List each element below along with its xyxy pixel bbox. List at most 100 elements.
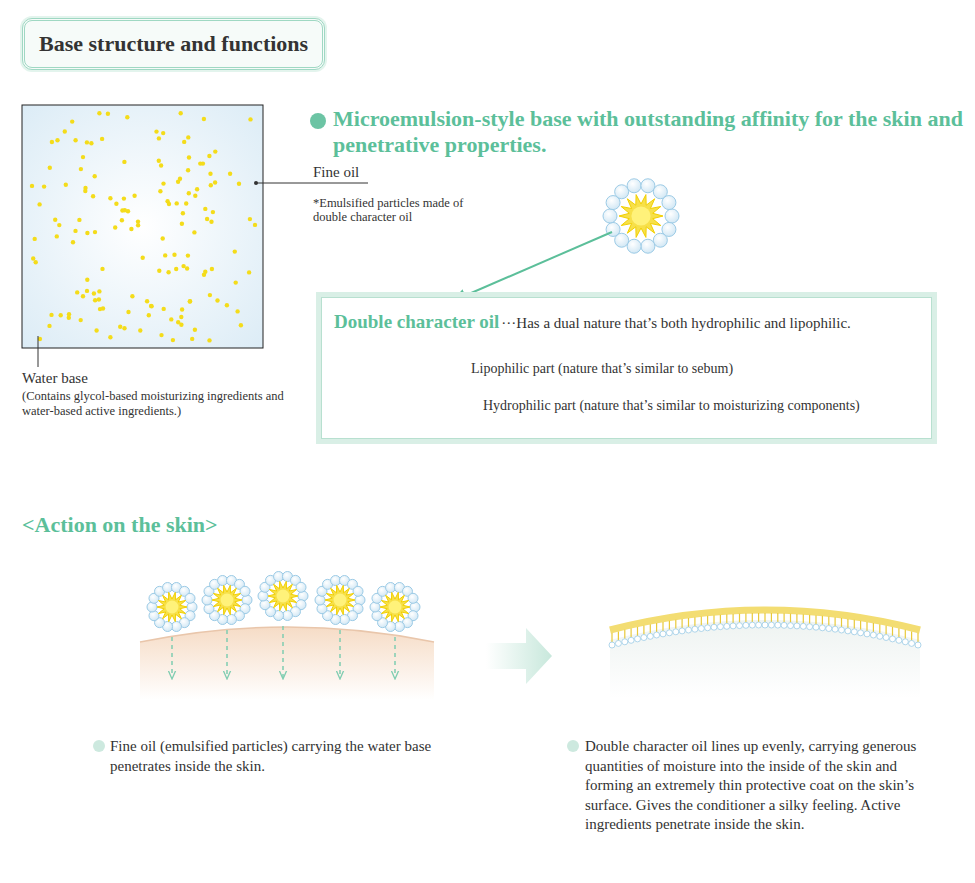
hydrophilic-head [756, 622, 762, 628]
hydrophilic-head [660, 631, 666, 637]
oil-dot [195, 187, 199, 191]
oil-dot [207, 338, 211, 342]
oil-dot [154, 129, 158, 133]
hydrophilic-head [628, 637, 634, 643]
lipophilic-tail [643, 626, 644, 635]
lipophilic-tail [669, 621, 670, 630]
oil-dot [97, 111, 101, 115]
lipophilic-tail [726, 614, 727, 623]
oil-dot [93, 298, 97, 302]
oil-dot [100, 267, 104, 271]
oil-dot [203, 207, 207, 211]
hydrophilic-head [692, 626, 698, 632]
oil-dot [157, 269, 161, 273]
lipophilic-tail [701, 617, 702, 626]
oil-dot [91, 194, 95, 198]
oil-dot [172, 253, 176, 257]
hydrophilic-head [679, 628, 685, 634]
oil-dot [180, 222, 184, 226]
hydrophilic-head [647, 633, 653, 639]
penetration-arrow [339, 630, 341, 678]
lipophilic-tail [764, 613, 765, 622]
oil-dot [130, 294, 134, 298]
oil-dot [187, 191, 191, 195]
oil-dot [225, 303, 229, 307]
oil-dot [73, 229, 77, 233]
hydrophilic-head [627, 239, 641, 253]
lipophilic-tail [745, 613, 746, 622]
lipophilic-tail [847, 619, 848, 628]
core-center [277, 590, 290, 603]
oil-dot [47, 324, 51, 328]
part-label: Fine oil [313, 163, 359, 182]
oil-dot [79, 318, 83, 322]
hydrophilic-head [627, 179, 641, 193]
oil-dot [179, 315, 183, 319]
oil-dot [42, 184, 46, 188]
lipophilic-tail [758, 613, 759, 622]
hydrophilic-head [296, 582, 306, 592]
micelle [315, 576, 365, 625]
lipophilic-tail [873, 623, 874, 632]
oil-dot [85, 278, 89, 282]
hydrophilic-head [762, 622, 768, 628]
oil-dot [97, 297, 101, 301]
oil-dot [210, 267, 214, 271]
oil-dot [75, 290, 79, 294]
note: *Emulsified particles made of double cha… [313, 196, 488, 225]
oil-dot [215, 298, 219, 302]
oil-dot [178, 177, 182, 181]
penetration-arrow [226, 630, 228, 678]
oil-dot [120, 208, 124, 212]
lipophilic-core [325, 585, 355, 614]
oil-dot [81, 155, 85, 159]
lipophilic-tail [777, 613, 778, 622]
oil-dot [234, 280, 238, 284]
lipophilic-tail [917, 633, 918, 642]
lipophilic-tail [771, 613, 772, 622]
oil-dot [188, 299, 192, 303]
hydrophilic-head [915, 642, 921, 648]
part-label: Water base [22, 369, 88, 388]
caption: Double character oil lines up evenly, ca… [585, 737, 930, 835]
oil-dot [180, 307, 184, 311]
oil-dot [122, 326, 126, 330]
hydrophilic-head [826, 626, 832, 632]
hydrophilic-head [768, 622, 774, 628]
hydrophilic-head [662, 196, 676, 210]
lipophilic-tail [656, 623, 657, 632]
lipophilic-tail [611, 633, 612, 642]
lipophilic-tail [860, 621, 861, 630]
hydrophilic-head [794, 623, 800, 629]
lipophilic-tail [630, 628, 631, 637]
box-body: ···Has a dual nature that’s both hydroph… [501, 314, 851, 333]
oil-dot [83, 189, 87, 193]
oil-dot [149, 304, 153, 308]
oil-dot [126, 209, 130, 213]
oil-dot [126, 310, 130, 314]
hydrophilic-head [800, 623, 806, 629]
oil-dot [55, 234, 59, 238]
oil-dot [37, 202, 41, 206]
oil-dot [106, 112, 110, 116]
oil-dot [188, 299, 192, 303]
hydrophilic-head [185, 593, 195, 603]
oil-dot [174, 267, 178, 271]
oil-dot [73, 138, 77, 142]
oil-dot [158, 189, 162, 193]
oil-dot [57, 223, 61, 227]
hydrophilic-head [890, 636, 896, 642]
oil-dot [186, 135, 190, 139]
hydrophilic-head [845, 628, 851, 634]
oil-dot [186, 253, 190, 257]
lipophilic-tail [828, 617, 829, 626]
hydrophilic-head [654, 632, 660, 638]
oil-dot [181, 211, 185, 215]
oil-dot [77, 218, 81, 222]
hydrophilic-head [686, 627, 692, 633]
lipophilic-tail [911, 631, 912, 640]
hydrophilic-head [641, 635, 647, 641]
leader-dot [254, 181, 258, 185]
oil-dot [93, 174, 97, 178]
oil-dot [179, 111, 183, 115]
